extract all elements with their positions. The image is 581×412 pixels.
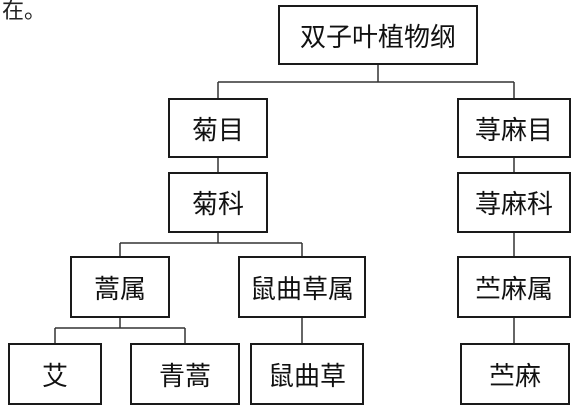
- node-species: 苎麻: [460, 343, 570, 405]
- node-genus: 鼠曲草属: [238, 256, 366, 318]
- node-species: 艾: [8, 343, 102, 405]
- node-family: 菊科: [168, 172, 268, 233]
- node-species: 鼠曲草: [250, 343, 364, 405]
- node-order: 菊目: [168, 98, 268, 158]
- node-family: 荨麻科: [457, 172, 571, 233]
- node-class-root: 双子叶植物纲: [278, 5, 478, 65]
- page-text-fragment: 在。: [2, 0, 47, 24]
- node-order: 荨麻目: [457, 98, 571, 158]
- node-species: 青蒿: [130, 343, 240, 405]
- node-genus: 苎麻属: [457, 256, 571, 318]
- node-genus: 蒿属: [70, 256, 170, 318]
